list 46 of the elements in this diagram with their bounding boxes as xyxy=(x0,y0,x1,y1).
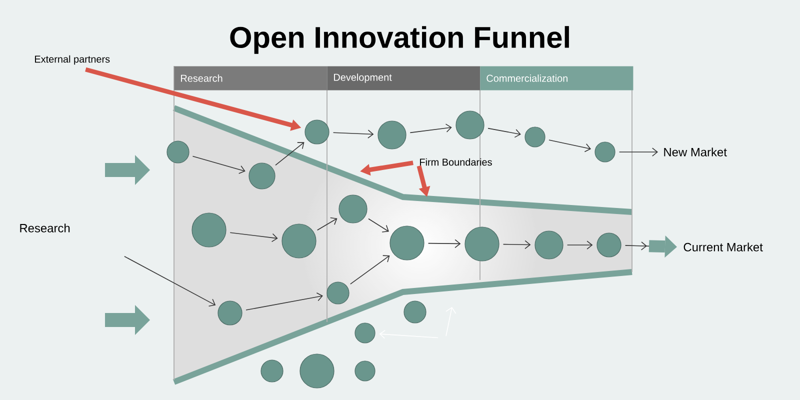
arrow xyxy=(566,240,593,250)
idea-circle xyxy=(456,110,484,140)
idea-circle xyxy=(166,140,190,164)
idea-circle xyxy=(218,300,242,326)
arrow xyxy=(124,256,216,307)
idea-circle xyxy=(354,360,376,382)
arrow xyxy=(618,148,658,156)
idea-circle xyxy=(534,230,564,260)
idea-circle xyxy=(326,282,350,304)
stage-header: Commercialization xyxy=(480,66,634,90)
arrow xyxy=(332,130,374,138)
idea-circle xyxy=(260,360,284,382)
idea-circle xyxy=(192,212,226,248)
arrow xyxy=(428,239,461,248)
idea-circle xyxy=(248,162,276,190)
arrow xyxy=(246,292,323,310)
label: Research xyxy=(20,224,70,232)
stage-header: Development xyxy=(327,66,480,90)
arrow xyxy=(275,142,304,166)
arrow xyxy=(368,218,389,232)
arrow xyxy=(192,156,246,174)
idea-circle xyxy=(354,322,376,344)
arrow xyxy=(350,255,390,284)
idea-circle xyxy=(282,224,316,258)
idea-circle xyxy=(524,126,546,148)
label: New Market xyxy=(664,148,727,156)
label: Current Market xyxy=(684,242,763,252)
stage-header: Research xyxy=(174,66,328,90)
idea-circle xyxy=(594,142,616,162)
idea-circle xyxy=(300,354,334,388)
arrow xyxy=(410,124,452,134)
arrow xyxy=(488,128,521,138)
arrow xyxy=(316,217,338,231)
idea-circle xyxy=(338,194,368,224)
idea-circle xyxy=(464,226,500,262)
idea-circle xyxy=(390,226,424,260)
idea-circle xyxy=(596,232,622,258)
label: External partners xyxy=(35,55,110,65)
label: Firm Boundaries xyxy=(420,158,492,166)
idea-circle xyxy=(378,120,406,150)
idea-circle xyxy=(404,300,426,324)
title: Open Innovation Funnel xyxy=(230,26,569,54)
idea-circle xyxy=(304,120,330,144)
arrow xyxy=(230,232,278,242)
arrow xyxy=(502,240,531,250)
arrow xyxy=(548,140,592,152)
